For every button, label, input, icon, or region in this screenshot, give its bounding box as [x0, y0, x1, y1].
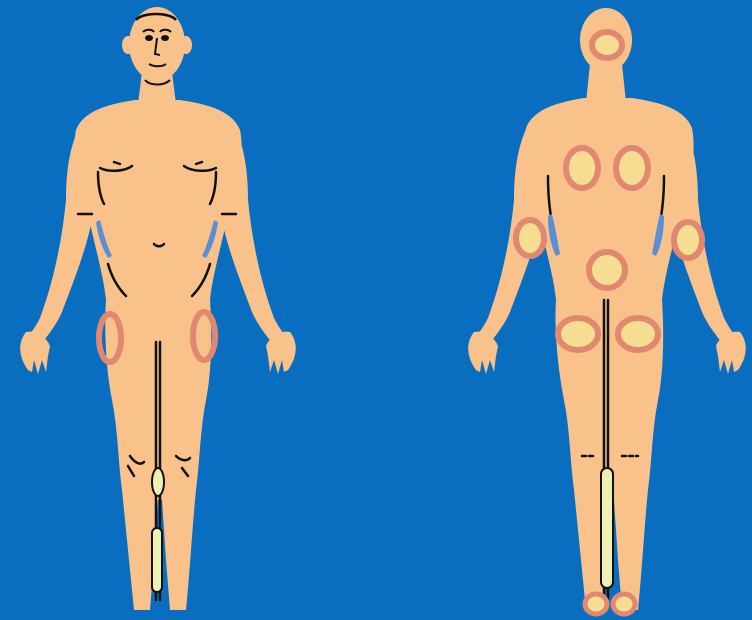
back-neck: [586, 64, 626, 102]
left-heel-spot: [585, 594, 607, 614]
front-figure: [20, 7, 296, 610]
right-shoulder-blade-spot: [616, 148, 648, 188]
right-elbow-spot: [674, 222, 702, 258]
front-left-arm: [26, 120, 96, 350]
back-figure: [468, 8, 746, 614]
front-shin-vein: [152, 528, 162, 592]
left-shoulder-blade-spot: [566, 148, 598, 188]
left-elbow-spot: [516, 220, 544, 256]
front-knee-vein: [152, 468, 164, 496]
lower-back-spot: [589, 252, 625, 288]
left-buttock-spot: [558, 318, 598, 350]
front-right-ear: [180, 36, 192, 54]
front-left-ear: [122, 36, 134, 54]
front-neck: [138, 72, 176, 104]
right-buttock-spot: [618, 318, 658, 350]
back-of-head-spot: [592, 32, 622, 58]
right-heel-spot: [613, 594, 635, 614]
back-calf-vein: [601, 468, 613, 588]
front-right-arm: [218, 120, 288, 350]
